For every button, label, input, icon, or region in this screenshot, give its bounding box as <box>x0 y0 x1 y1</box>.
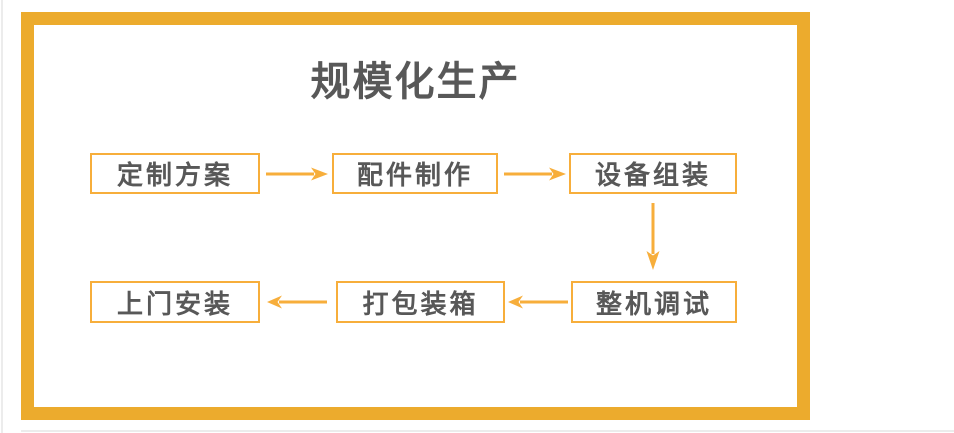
page-left-divider <box>1 0 3 433</box>
flow-step-machine-testing: 整机调试 <box>571 281 737 323</box>
page-bottom-divider <box>21 430 954 432</box>
flow-step-custom-plan: 定制方案 <box>90 153 260 194</box>
arrow-left-icon <box>508 295 568 309</box>
flow-step-parts-production: 配件制作 <box>332 153 498 194</box>
flow-step-packing: 打包装箱 <box>336 281 505 323</box>
arrow-down-icon <box>646 203 660 270</box>
flow-step-equipment-assembly: 设备组装 <box>569 153 737 194</box>
arrow-left-icon <box>267 295 327 309</box>
diagram-title: 规模化生产 <box>310 60 521 104</box>
arrow-right-icon <box>266 167 328 181</box>
diagram-frame <box>21 12 810 420</box>
flow-step-onsite-installation: 上门安装 <box>90 281 260 323</box>
arrow-right-icon <box>504 167 566 181</box>
